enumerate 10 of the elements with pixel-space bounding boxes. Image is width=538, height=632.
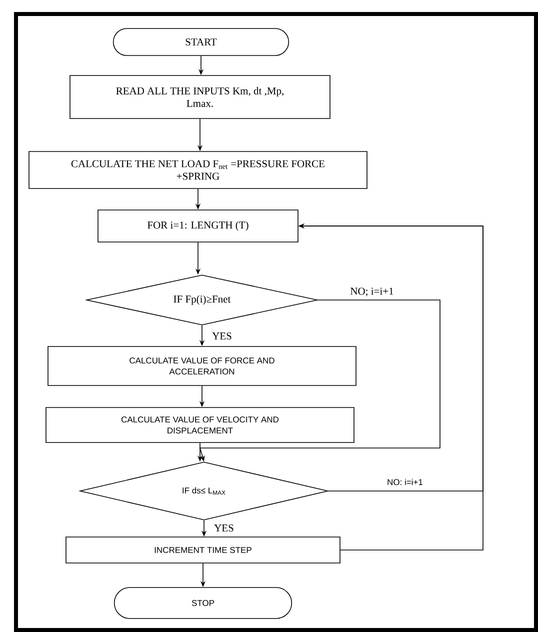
edge-label: NO: i=i+1 [386,478,424,486]
process-box: READ ALL THE INPUTS Km, dt ,Mp, Lmax. [70,75,330,119]
process-box: INCREMENT TIME STEP [66,536,340,564]
edge-label: NO; i=i+1 [349,286,395,298]
edge-label: YES [213,523,235,533]
process-box: CALCULATE THE NET LOAD F$_{net}$ =PRESSURE FORCE +SPRING [28,151,368,189]
process-box: FOR i=1: LENGTH (T) [98,210,298,242]
process-box: CALCULATE VALUE OF VELOCITY AND DISPLACEMENT [46,407,354,443]
process-box: CALCULATE VALUE OF FORCE AND ACCELERATION [48,346,356,386]
edge-label: YES [211,331,233,341]
